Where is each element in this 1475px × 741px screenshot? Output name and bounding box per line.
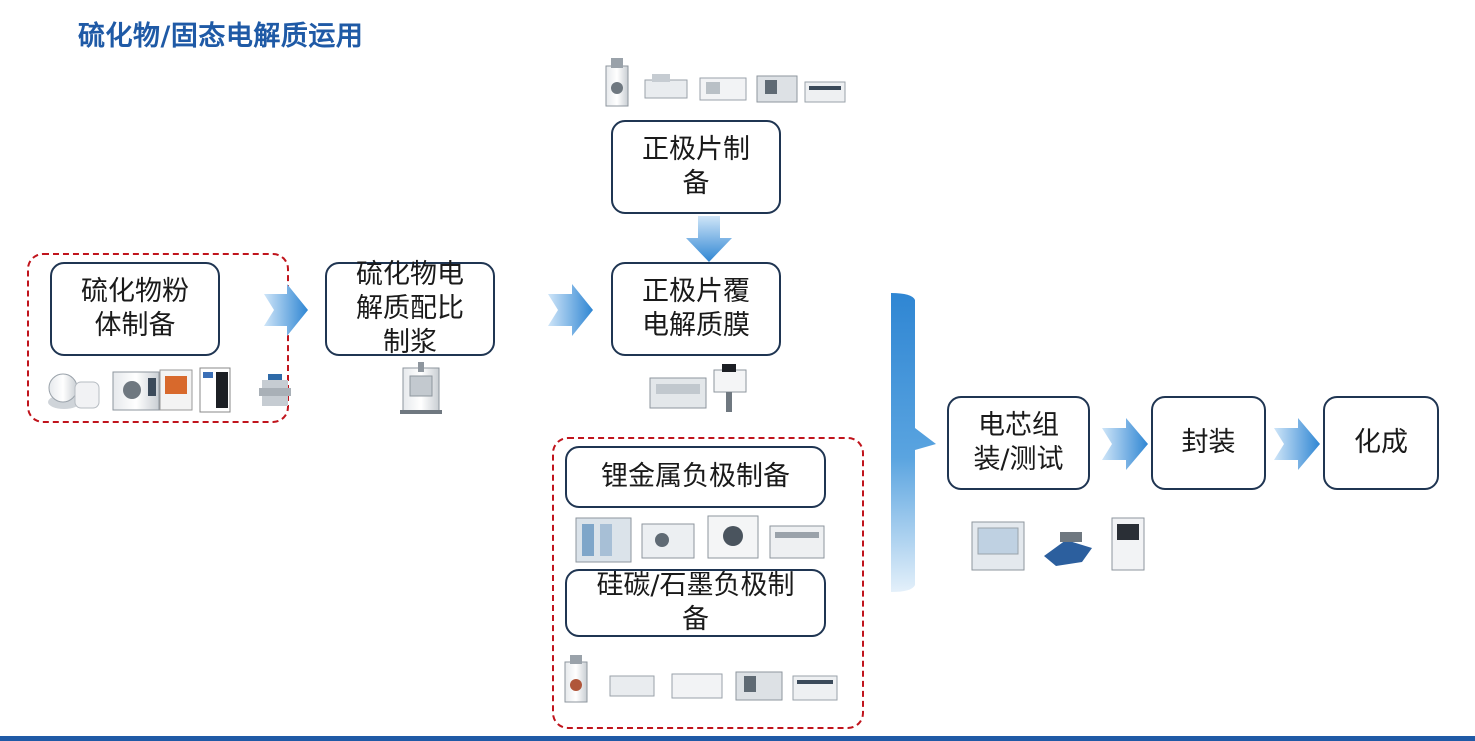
node-package-label: 封装 (1181, 427, 1236, 458)
node-assembly: 电芯组装/测试 (947, 396, 1090, 490)
node-coat-label: 正极片覆电解质膜 (642, 276, 750, 341)
node-li-anode-label: 锂金属负极制备 (601, 461, 790, 492)
arrow-powder-to-slurry-icon (264, 284, 308, 336)
node-slurry-label: 硫化物电解质配比制浆 (356, 259, 464, 358)
page-title: 硫化物/固态电解质运用 (78, 21, 364, 52)
merge-bracket-icon (891, 293, 936, 592)
node-powder-label: 硫化物粉体制备 (81, 276, 189, 341)
arrow-package-to-formation-icon (1274, 418, 1320, 470)
node-slurry: 硫化物电解质配比制浆 (325, 259, 495, 358)
cathode-equipment-icon (605, 58, 846, 107)
node-powder: 硫化物粉体制备 (50, 262, 220, 356)
si-anode-equipment-icon (564, 655, 838, 703)
coating-equipment-icon (649, 364, 747, 412)
node-formation-label: 化成 (1354, 427, 1408, 458)
node-assembly-label: 电芯组装/测试 (973, 410, 1064, 475)
powder-group-frame (27, 253, 289, 423)
slurry-mixer-icon (400, 362, 442, 414)
node-cathode: 正极片制备 (611, 120, 781, 214)
arrow-slurry-to-coat-icon (548, 284, 593, 336)
node-si-anode-label: 硅碳/石墨负极制备 (596, 570, 795, 635)
li-anode-equipment-icon (575, 515, 825, 563)
node-coat: 正极片覆电解质膜 (611, 262, 781, 356)
footer-bar (0, 736, 1475, 741)
node-li-anode: 锂金属负极制备 (565, 446, 826, 508)
powder-equipment-icon (48, 367, 291, 413)
node-package: 封装 (1151, 396, 1266, 490)
arrow-cathode-to-coat-icon (686, 216, 732, 262)
node-si-anode: 硅碳/石墨负极制备 (565, 569, 826, 637)
arrow-assembly-to-package-icon (1102, 418, 1148, 470)
node-cathode-label: 正极片制备 (642, 134, 750, 199)
assembly-equipment-icon (971, 517, 1145, 571)
anode-group-frame (552, 437, 864, 729)
node-formation: 化成 (1323, 396, 1439, 490)
